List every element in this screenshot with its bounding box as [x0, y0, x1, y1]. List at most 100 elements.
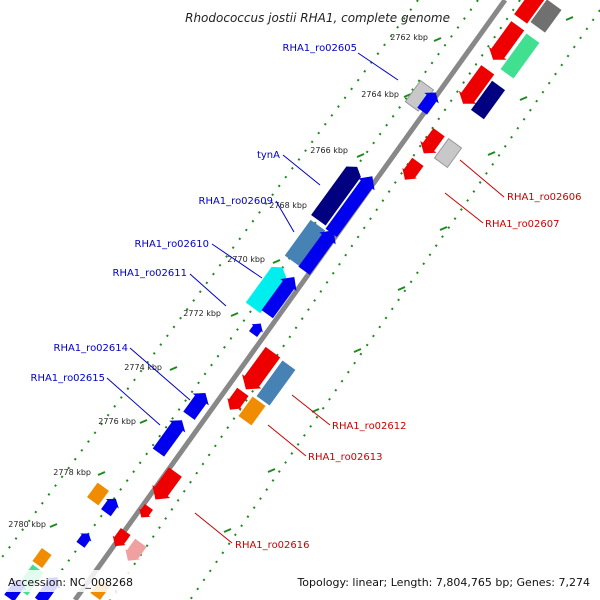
label-ro02616[interactable]: RHA1_ro02616 [235, 540, 310, 551]
tick-mark [439, 226, 448, 231]
tick-mark [97, 471, 106, 476]
connector-ro02616 [194, 512, 233, 544]
connector-ro02611 [189, 273, 227, 307]
tick-mark [433, 37, 442, 42]
left-connectors [106, 52, 399, 426]
gene-red-low-1[interactable] [147, 466, 185, 506]
tick-mark [139, 419, 148, 424]
gene-red-mid-3[interactable] [223, 387, 250, 415]
connector-ro02613 [267, 424, 307, 457]
tick-label: 2776 kbp [98, 417, 136, 426]
tick-label: 2774 kbp [124, 363, 162, 372]
gene-red-top-2[interactable] [484, 19, 526, 66]
gene-blue-small-1[interactable] [415, 87, 443, 116]
connector-ro02605 [357, 52, 399, 81]
tick-label: 2762 kbp [390, 33, 428, 42]
right-connectors [194, 159, 505, 544]
footer-left-bg [0, 570, 160, 592]
genome-backbone [72, 0, 508, 600]
tick-label: 2780 kbp [8, 520, 46, 529]
label-ro02614[interactable]: RHA1_ro02614 [54, 343, 129, 354]
gene-orange-1[interactable] [87, 482, 109, 506]
gene-gray-top[interactable] [530, 0, 562, 33]
gene-tynA[interactable] [311, 162, 364, 226]
label-ro02609[interactable]: RHA1_ro02609 [199, 196, 274, 207]
connector-ro02614 [129, 347, 191, 401]
connector-tynA [282, 154, 321, 186]
gene-ro02612[interactable] [256, 360, 296, 406]
gene-ro02615[interactable] [150, 414, 190, 458]
tick-mark [487, 151, 496, 156]
gene-pink-low[interactable] [121, 538, 148, 566]
gene-ro02611[interactable] [247, 319, 266, 338]
tick-mark [397, 286, 406, 291]
label-ro02611[interactable]: RHA1_ro02611 [113, 268, 188, 279]
label-ro02605[interactable]: RHA1_ro02605 [283, 43, 358, 54]
kbp-tick-labels: 2762 kbp 2764 kbp 2766 kbp 2768 kbp 2770… [8, 33, 428, 529]
tick-mark [565, 16, 574, 21]
gene-red-mid-1[interactable] [416, 126, 447, 159]
tick-mark [403, 93, 412, 98]
gene-ro02616[interactable] [136, 503, 155, 522]
tick-label: 2778 kbp [53, 468, 91, 477]
gene-ro02606[interactable] [433, 137, 463, 169]
tick-label: 2770 kbp [227, 255, 265, 264]
label-ro02607[interactable]: RHA1_ro02607 [485, 219, 560, 230]
connector-ro02609 [275, 200, 295, 233]
gene-ro02609[interactable] [284, 219, 326, 267]
gene-ro02610[interactable] [245, 262, 290, 314]
gene-ro02614[interactable] [181, 387, 214, 421]
gene-ro02607[interactable] [398, 157, 425, 185]
gene-red-top-1[interactable] [514, 0, 546, 24]
label-ro02615[interactable]: RHA1_ro02615 [31, 373, 106, 384]
tick-label: 2764 kbp [361, 90, 399, 99]
tick-mark [267, 468, 276, 473]
connector-ro02607 [444, 192, 484, 224]
gene-ro02613[interactable] [238, 396, 266, 426]
label-ro02613[interactable]: RHA1_ro02613 [308, 452, 383, 463]
tick-mark [169, 366, 178, 371]
map-title: Rhodococcus jostii RHA1, complete genome [185, 11, 450, 25]
tick-mark [223, 528, 232, 533]
connector-ro02610 [211, 243, 263, 279]
accession-label: Accession: NC_008268 [8, 576, 133, 589]
tick-label: 2766 kbp [310, 146, 348, 155]
gene-red-top-3[interactable] [454, 63, 496, 110]
footer-right-bg [266, 570, 600, 592]
gene-blue-arrow-1[interactable] [323, 170, 380, 238]
tick-label: 2772 kbp [183, 309, 221, 318]
tick-mark [272, 259, 281, 264]
left-gene-labels: RHA1_ro02605 tynA RHA1_ro02609 RHA1_ro02… [31, 43, 358, 384]
tick-mark [49, 523, 58, 528]
label-ro02612[interactable]: RHA1_ro02612 [332, 421, 407, 432]
right-gene-labels: RHA1_ro02606 RHA1_ro02607 RHA1_ro02612 R… [235, 192, 582, 551]
tick-mark [353, 348, 362, 353]
left-genes [4, 79, 443, 600]
label-ro02610[interactable]: RHA1_ro02610 [135, 239, 210, 250]
guide-line-right-near [109, 0, 521, 600]
gene-orange-2[interactable] [32, 548, 52, 568]
connector-ro02612 [291, 394, 331, 426]
gene-blue-small-3[interactable] [75, 529, 95, 549]
connector-ro02615 [106, 377, 161, 426]
tick-mark [230, 312, 239, 317]
label-tynA[interactable]: tynA [257, 150, 280, 161]
kbp-ticks-right [223, 16, 574, 533]
tick-mark [519, 96, 528, 101]
right-genes [90, 0, 562, 600]
gene-red-low-2[interactable] [109, 527, 133, 551]
gene-red-mid-2[interactable] [236, 345, 282, 396]
gene-blue-small-2[interactable] [99, 494, 122, 517]
summary-label: Topology: linear; Length: 7,804,765 bp; … [296, 576, 590, 589]
tick-label: 2768 kbp [269, 201, 307, 210]
gene-blue-arrow-3[interactable] [259, 271, 302, 320]
gene-blue-arrow-2[interactable] [296, 224, 342, 276]
tick-mark [356, 153, 365, 158]
connector-ro02606 [459, 159, 505, 198]
gene-green-top[interactable] [500, 33, 540, 79]
gene-navy-top[interactable] [470, 80, 506, 120]
label-ro02606[interactable]: RHA1_ro02606 [507, 192, 582, 203]
